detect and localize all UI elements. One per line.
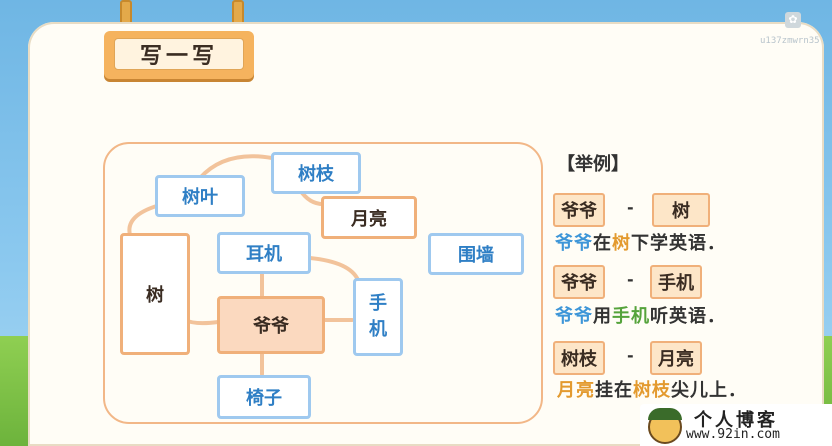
example-1-word-a: 爷爷 [555, 233, 593, 254]
node-shuye: 树叶 [155, 175, 245, 217]
example-1-word-c: 树 [612, 233, 631, 254]
example-3-sentence: 月亮挂在树枝尖儿上． [557, 376, 747, 402]
example-2-word-c: 手机 [612, 306, 650, 327]
blog-watermark: 个人博客 www.92in.com [640, 404, 832, 446]
node-center-yeye: 爷爷 [217, 296, 325, 354]
example-3-word-c: 树枝 [633, 380, 671, 401]
node-yueliang: 月亮 [321, 196, 417, 239]
example-1-left-tag: 爷爷 [553, 193, 605, 227]
example-3-word-d: 尖儿上． [671, 380, 747, 401]
mind-map-frame [103, 142, 543, 424]
example-2-dash: - [627, 270, 634, 289]
node-weiqiang: 围墙 [428, 233, 524, 275]
node-shu: 树 [120, 233, 190, 355]
example-heading: 【举例】 [557, 154, 629, 175]
node-shouji-char1: 手 [369, 293, 387, 314]
example-2-sentence: 爷爷用手机听英语． [555, 302, 726, 328]
example-2-left-tag: 爷爷 [553, 265, 605, 299]
example-2-right-tag: 手机 [650, 265, 702, 299]
node-shouji-char2: 机 [369, 319, 387, 340]
blog-mascot-icon [648, 408, 682, 444]
example-3-word-b: 挂在 [595, 380, 633, 401]
link-shuye-shu [127, 203, 162, 237]
example-1-word-d: 下学英语． [631, 233, 726, 254]
example-2-word-d: 听英语． [650, 306, 726, 327]
blog-name: 个人博客 [694, 410, 778, 431]
example-1-dash: - [627, 198, 634, 217]
node-erji: 耳机 [217, 232, 311, 274]
example-3-dash: - [627, 346, 634, 365]
example-3-right-tag: 月亮 [650, 341, 702, 375]
node-yizi: 椅子 [217, 375, 311, 419]
example-1-word-b: 在 [593, 233, 612, 254]
blog-url: www.92in.com [686, 427, 780, 442]
watermark-logo-icon: ✿ [785, 12, 801, 28]
node-shouji: 手 机 [353, 278, 403, 356]
example-2-word-a: 爷爷 [555, 306, 593, 327]
example-2-word-b: 用 [593, 306, 612, 327]
example-3-word-a: 月亮 [557, 380, 595, 401]
link-shuye-shuzhi [198, 154, 274, 180]
watermark-user-id: u137zmwrn35 [760, 36, 820, 46]
link-erji-shouji [308, 256, 360, 282]
title-sign: 写一写 [104, 31, 254, 79]
example-3-left-tag: 树枝 [553, 341, 605, 375]
node-shuzhi: 树枝 [271, 152, 361, 194]
page-title: 写一写 [114, 38, 244, 70]
example-1-right-tag: 树 [652, 193, 710, 227]
example-1-sentence: 爷爷在树下学英语． [555, 229, 726, 255]
